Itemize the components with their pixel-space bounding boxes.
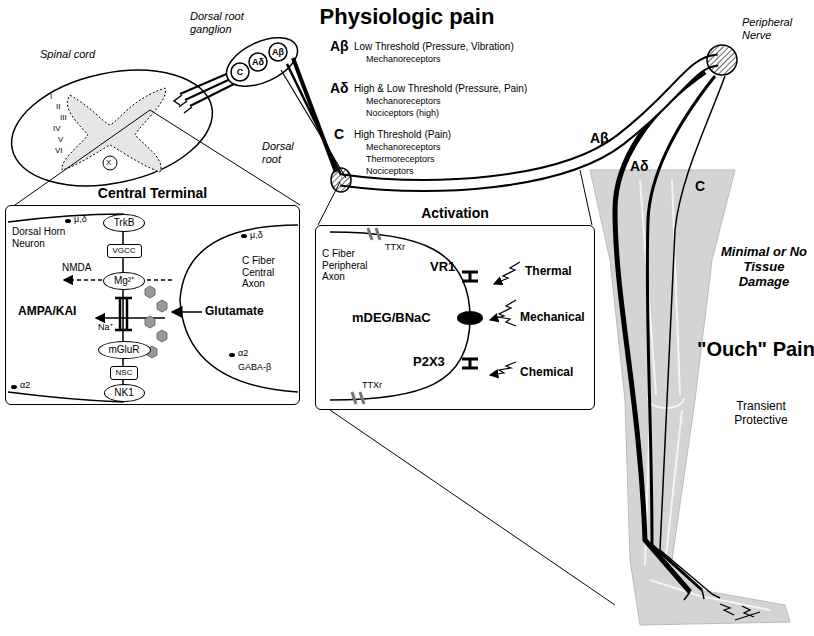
label-text: Aβ [590,130,609,146]
label-text: Dorsal root [262,140,302,165]
label-text: Thermal [525,265,572,279]
receptor-oval: mGluR [98,341,151,359]
label-text: C [695,178,705,194]
label-text: Nociceptors [366,166,414,176]
label-text: C [237,67,244,77]
label-text: NMDA [62,262,91,274]
label-text: High & Low Threshold (Pressure, Pain) [354,83,527,95]
panel-box: Activation [315,225,595,410]
receptor-name: VGCC [112,246,135,255]
receptor-name: NK1 [114,387,133,398]
label-text: Aδ [330,80,349,96]
label-text: TTXr [385,242,405,252]
label-text: High Threshold (Pain) [354,129,451,141]
label-text: VR1 [430,260,455,275]
receptor-oval: NK1 [104,384,145,402]
label-text: Dorsal root ganglion [190,10,262,35]
channel-box: NSC [110,366,138,380]
label-text: Mechanical [520,311,585,325]
label-text: Aβ [272,47,284,57]
diagram-title: Physiologic pain [0,4,814,30]
label-text: P2X3 [413,355,445,370]
label-text: IV [53,124,61,133]
receptor-oval: TrkB [103,214,145,232]
label-text: Low Threshold (Pressure, Vibration) [354,41,514,53]
panel-heading: Central Terminal [6,185,299,201]
label-text: Glutamate [205,305,264,319]
label-text: VI [55,146,63,155]
label-text: Aβ [330,38,349,54]
label-text: GABA-β [238,362,271,372]
label-text: II [56,102,60,111]
label-text: μ,δ [250,230,263,240]
label-text: Peripheral Nerve [742,16,804,41]
label-text: X [106,158,111,167]
label-text: Aδ [630,158,649,174]
label-text: TTXr [362,380,382,390]
label-text: Transient Protective [716,400,806,428]
panel-box: Central TerminalTrkBVGCCMg²⁺mGluRNSCNK1 [5,205,300,405]
label-text: C Fiber Central Axon [242,255,297,290]
label-text: Na⁺ [98,322,113,332]
label-text: Chemical [520,366,573,380]
label-text: Minimal or No Tissue Damage [720,245,808,290]
receptor-name: TrkB [114,217,135,228]
label-text: Dorsal Horn Neuron [12,226,67,249]
label-text: α2 [20,380,30,390]
label-text: I [50,92,52,101]
label-text: V [58,135,63,144]
label-text: mDEG/BNaC [352,311,431,326]
label-text: III [60,113,67,122]
channel-box: VGCC [107,244,142,258]
label-text: Aδ [252,57,264,67]
receptor-name: NSC [116,368,133,377]
label-text: α2 [238,348,248,358]
label-text: C [334,126,344,142]
label-text: Nociceptors (high) [366,108,439,118]
label-text: μ,δ [74,214,87,224]
receptor-oval: Mg²⁺ [103,272,145,290]
label-text: "Ouch" Pain [697,338,814,361]
label-text: C Fiber Peripheral Axon [322,248,377,283]
label-text: Thermoreceptors [366,154,435,164]
label-text: AMPA/KAI [18,305,76,319]
panel-heading: Activation [316,205,594,221]
receptor-name: Mg²⁺ [114,275,134,286]
receptor-name: mGluR [108,344,139,355]
label-text: Spinal cord [40,48,95,61]
label-text: Mechanoreceptors [366,142,441,152]
label-text: Mechanoreceptors [366,54,441,64]
label-text: Mechanoreceptors [366,96,441,106]
